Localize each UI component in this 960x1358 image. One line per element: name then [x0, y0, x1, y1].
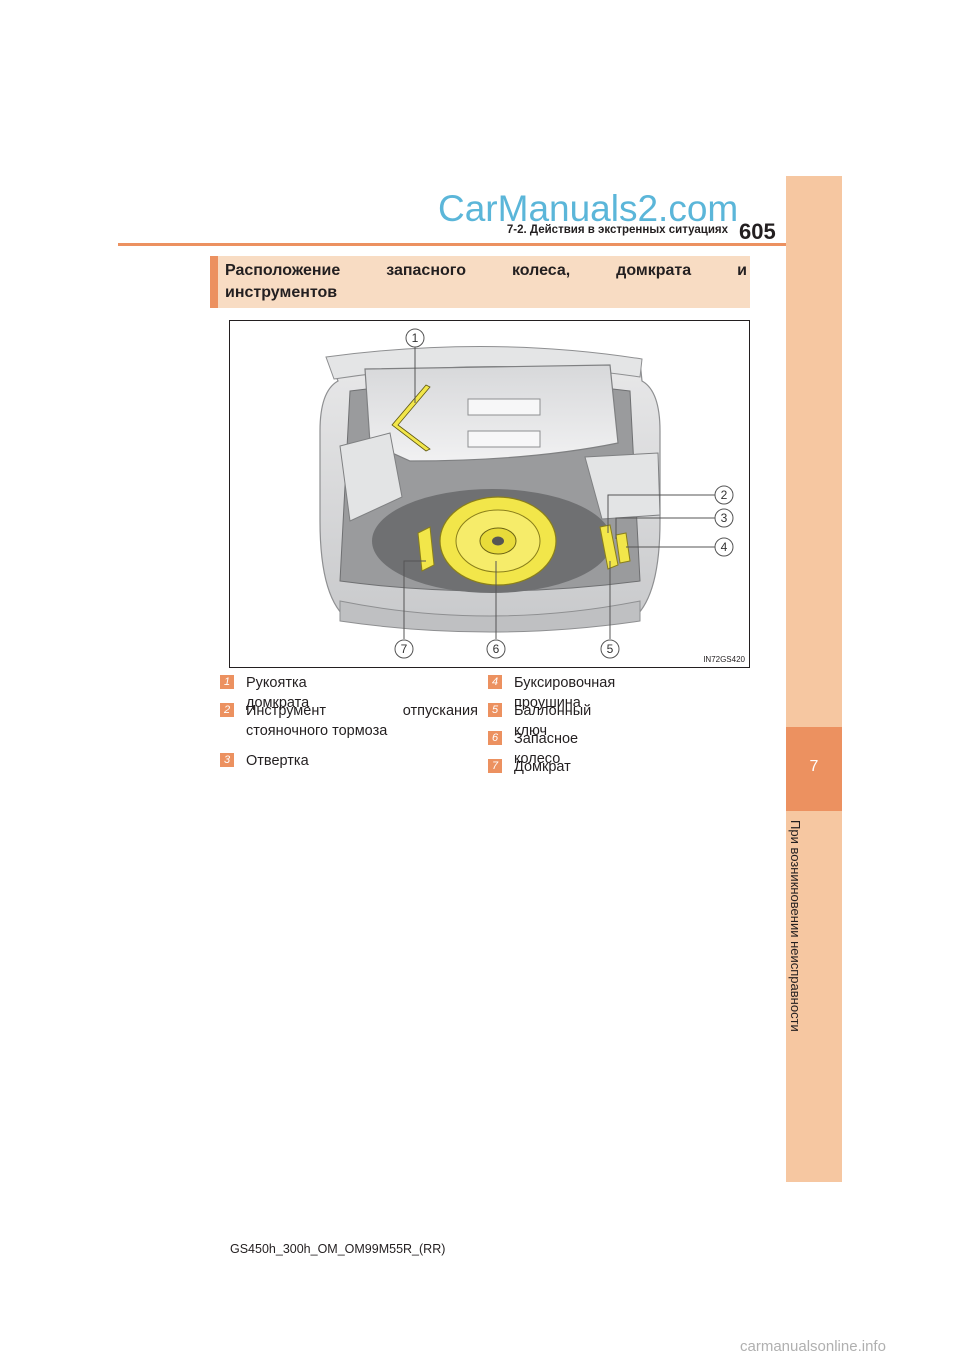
legend-text: Запасное колесо: [514, 731, 579, 767]
legend-number: 3: [220, 753, 234, 767]
legend-number: 1: [220, 675, 234, 689]
legend-text: Рукоятка домкрата: [246, 675, 310, 711]
heading-word: домкрата: [616, 262, 692, 279]
section-heading-box: [210, 256, 750, 308]
page-number: 605: [739, 219, 776, 244]
callout-6: 6: [493, 642, 500, 656]
figure-code: IN72GS420: [703, 655, 745, 664]
callout-4: 4: [721, 540, 728, 554]
chapter-number-tab[interactable]: [786, 727, 842, 811]
callout-5: 5: [607, 642, 614, 656]
chapter-side-band: [786, 176, 842, 1182]
legend-text: стояночного тормоза: [246, 723, 388, 739]
legend-text: Баллонный ключ: [514, 703, 592, 739]
heading-word: и: [737, 262, 747, 279]
legend-text: Домкрат: [514, 759, 571, 775]
callouts: [394, 328, 734, 659]
legend-number: 7: [488, 759, 502, 773]
heading-line2: инструментов: [225, 284, 338, 301]
callout-2: 2: [721, 488, 728, 502]
callout-3: 3: [721, 511, 728, 525]
trunk-illustration: 1 2 3 4 5 6 7 IN72GS420: [229, 320, 750, 668]
chapter-number: 7: [809, 758, 819, 775]
header-rule: [118, 243, 786, 246]
legend-number: 6: [488, 731, 502, 745]
legend-number: 4: [488, 675, 502, 689]
bottom-watermark: carmanualsonline.info: [740, 1338, 886, 1355]
section-header: 7-2. Действия в экстренных ситуациях: [506, 224, 728, 236]
legend-text: Инструмент: [246, 703, 326, 719]
watermark-logo: CarManuals2.com: [438, 188, 739, 229]
legend-text: Буксировочная проушина: [514, 675, 616, 711]
heading-word: Расположение: [225, 262, 341, 279]
chapter-title-vertical: При возникновении неисправности: [788, 820, 803, 1032]
document-code: GS450h_300h_OM_OM99M55R_(RR): [230, 1242, 446, 1256]
section-heading-accent: [210, 256, 218, 308]
callout-7: 7: [401, 642, 408, 656]
heading-word: колеса,: [511, 262, 571, 279]
section-heading: Расположение запасного колеса, домкрата …: [225, 260, 747, 304]
trunk-drawing: 1 2 3 4 5 6 7: [319, 328, 734, 659]
legend-number: 2: [220, 703, 234, 717]
heading-word: запасного: [386, 262, 466, 279]
callout-1: 1: [412, 331, 419, 345]
legend-text: отпускания: [402, 703, 478, 719]
legend-number: 5: [488, 703, 502, 717]
legend-text: Отвертка: [246, 753, 309, 769]
